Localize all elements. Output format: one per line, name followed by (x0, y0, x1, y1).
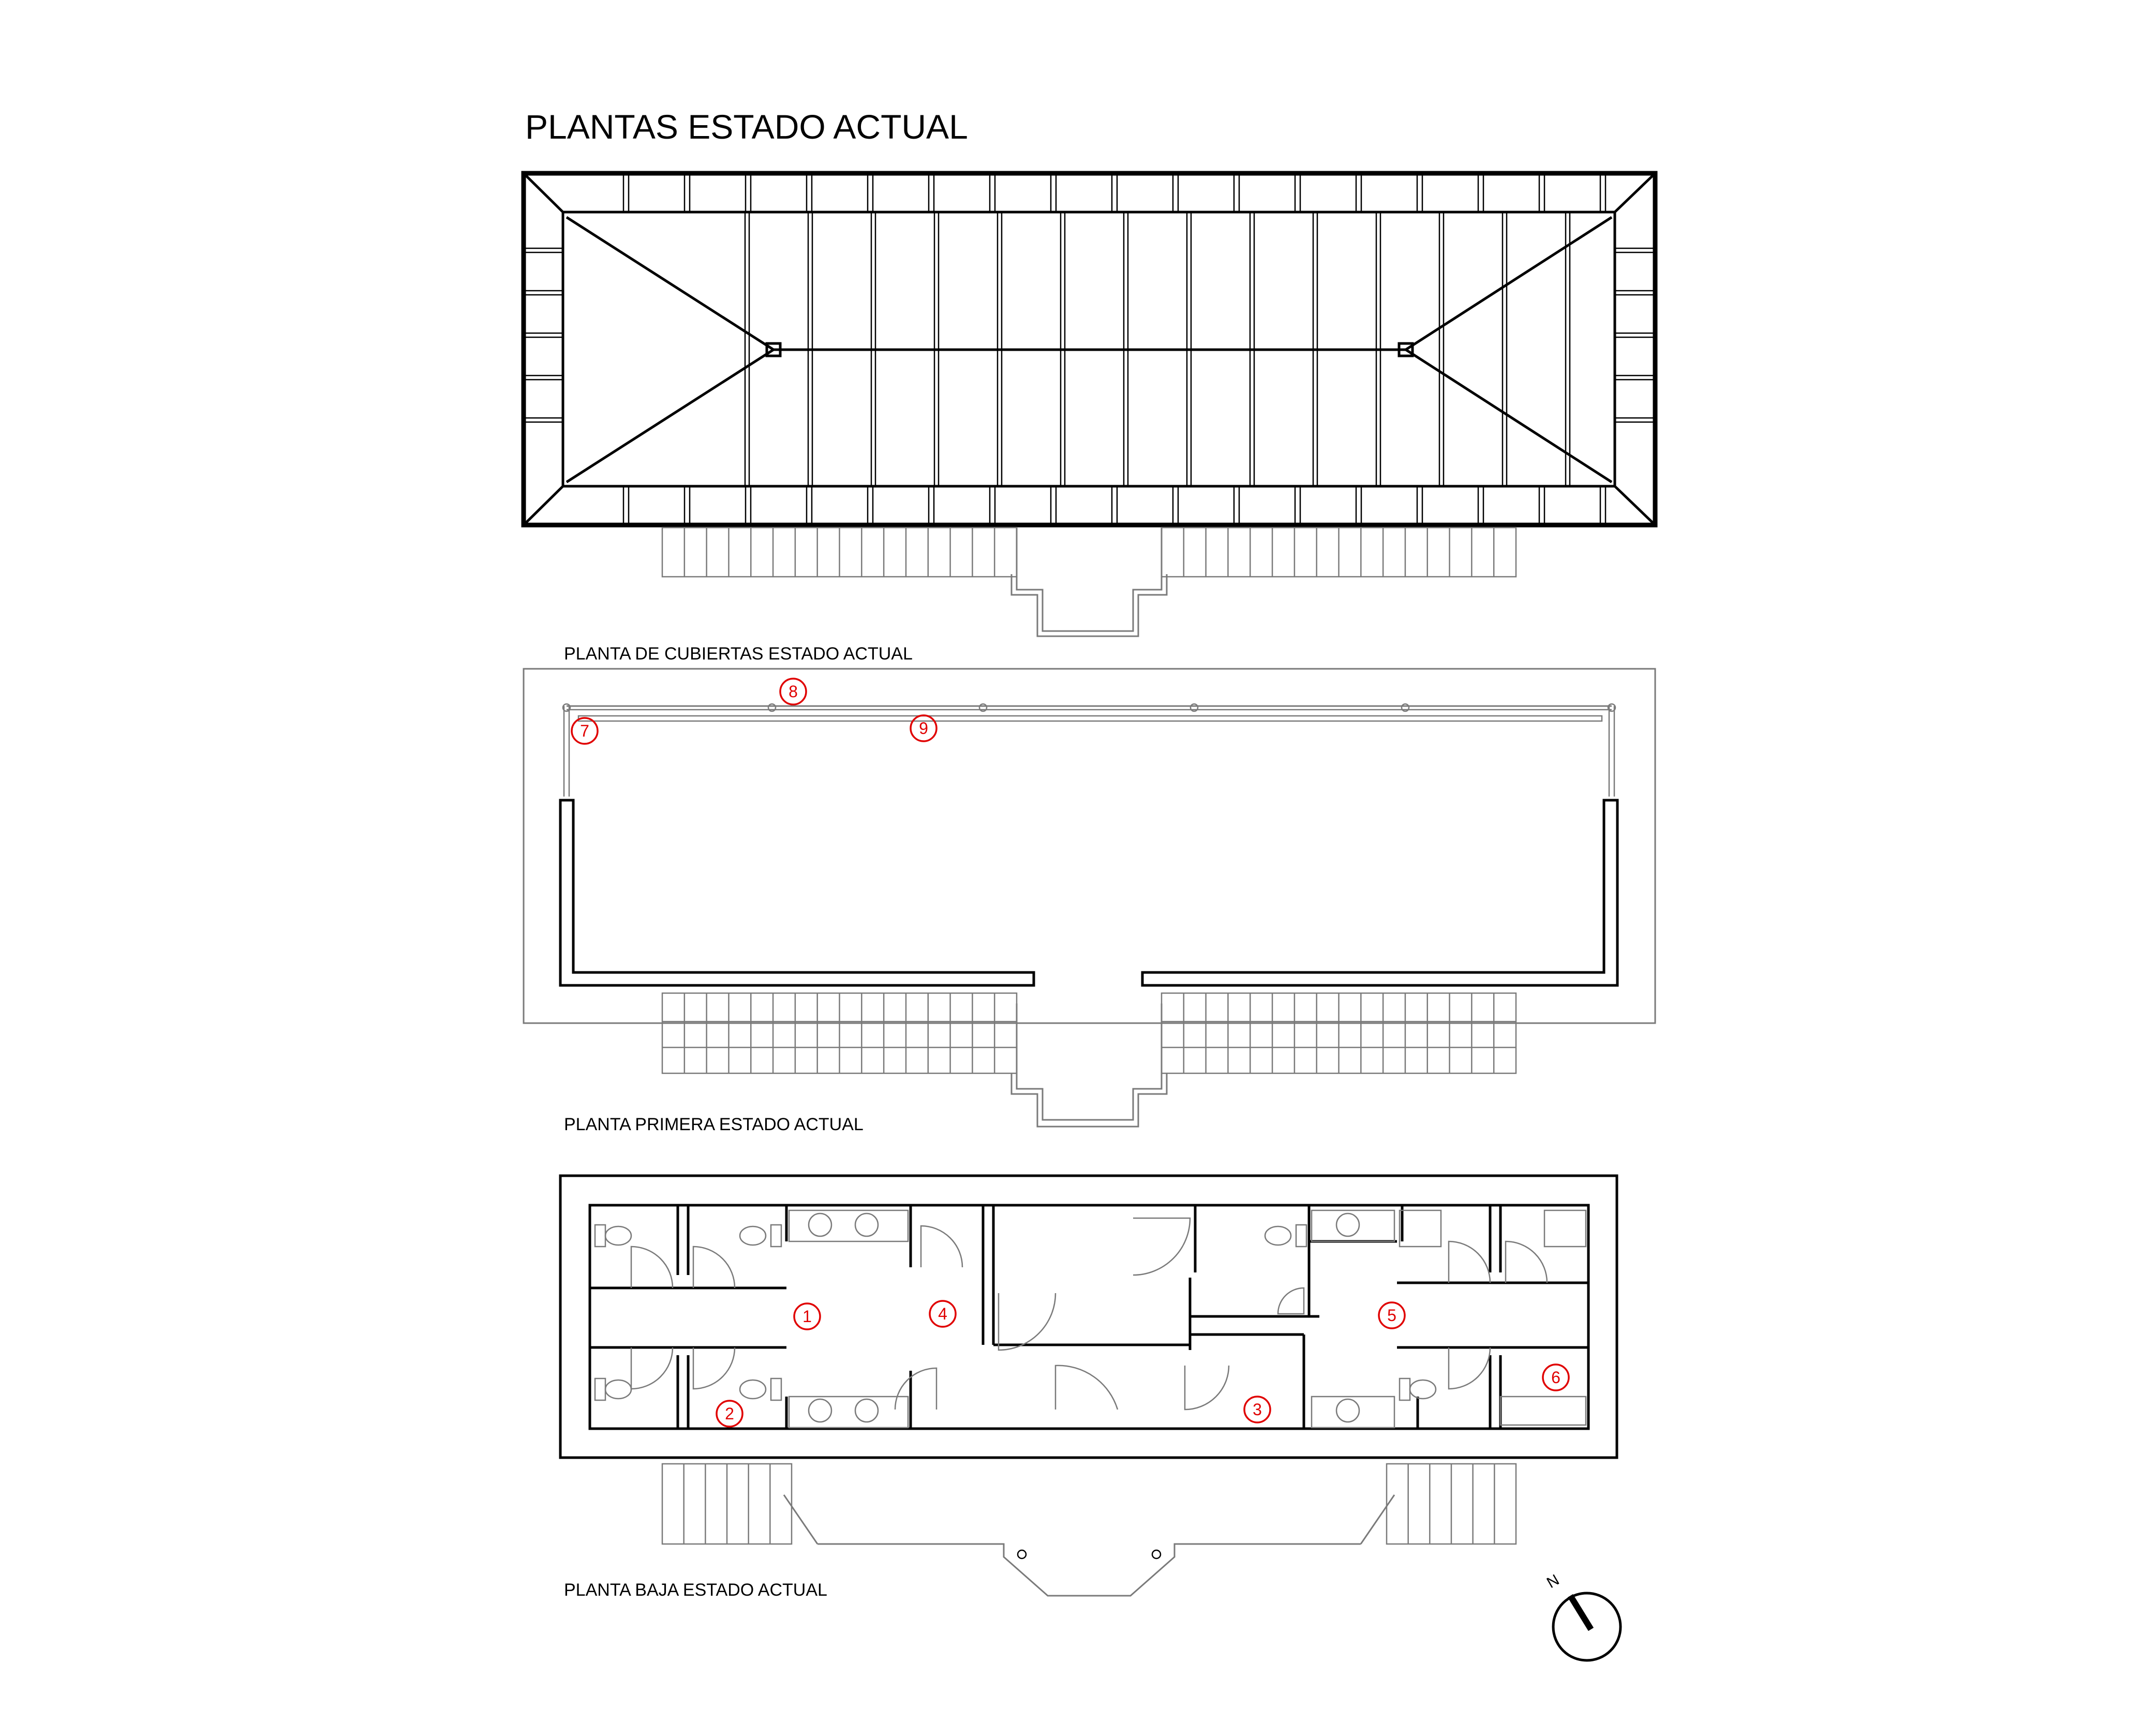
svg-text:6: 6 (1551, 1368, 1560, 1387)
marker-3: 3 (1243, 1396, 1271, 1423)
compass-north-icon: N (1544, 1571, 1622, 1662)
ground-floor-inner-wall (588, 1204, 1590, 1430)
marker-1: 1 (793, 1302, 821, 1330)
roof-plan: PLANTA DE CUBIERTAS ESTADO ACTUAL (521, 171, 1658, 664)
roof-ridge (566, 216, 1613, 484)
svg-text:4: 4 (938, 1305, 947, 1323)
roof-rafters (524, 173, 1655, 525)
marker-9: 9 (910, 714, 938, 742)
first-floor-wall-right (1141, 799, 1619, 987)
ground-floor-partitions (590, 1205, 1588, 1429)
svg-text:8: 8 (789, 682, 798, 701)
first-floor-outline (523, 668, 1656, 1024)
roof-outline (521, 171, 1658, 528)
ground-floor-plan: 1 4 2 3 5 6 PLANTA BAJA ESTADO ACTUAL (559, 1174, 1618, 1600)
marker-5: 5 (1378, 1301, 1406, 1329)
svg-text:2: 2 (725, 1404, 734, 1423)
ground-floor-entrance (661, 1463, 1517, 1597)
first-floor-railing (562, 703, 1616, 722)
first-floor-porch (661, 992, 1517, 1128)
sheet-title: PLANTAS ESTADO ACTUAL (525, 108, 968, 146)
ground-floor-label: PLANTA BAJA ESTADO ACTUAL (564, 1580, 827, 1600)
first-floor-wall-left (559, 799, 1035, 987)
svg-text:5: 5 (1387, 1306, 1396, 1325)
first-floor-label: PLANTA PRIMERA ESTADO ACTUAL (564, 1115, 864, 1134)
svg-text:7: 7 (580, 722, 589, 740)
toilets-left (594, 1209, 909, 1429)
marker-4: 4 (929, 1300, 957, 1328)
roof-porch (661, 527, 1517, 637)
roof-plan-label: PLANTA DE CUBIERTAS ESTADO ACTUAL (564, 644, 913, 664)
marker-2: 2 (716, 1400, 744, 1428)
marker-8: 8 (779, 678, 807, 706)
svg-text:3: 3 (1253, 1400, 1262, 1419)
marker-6: 6 (1542, 1363, 1570, 1391)
north-label: N (1544, 1571, 1562, 1592)
svg-text:9: 9 (919, 719, 928, 738)
doors (630, 1217, 1548, 1411)
roof-inner-frame (561, 211, 1616, 488)
marker-7: 7 (571, 717, 599, 745)
first-floor-plan: 8 7 9 PLANTA PRIMERA ESTADO ACTUAL (523, 668, 1656, 1134)
ground-floor-outline (559, 1174, 1618, 1459)
toilets-right (1264, 1209, 1587, 1429)
svg-text:1: 1 (802, 1307, 812, 1326)
